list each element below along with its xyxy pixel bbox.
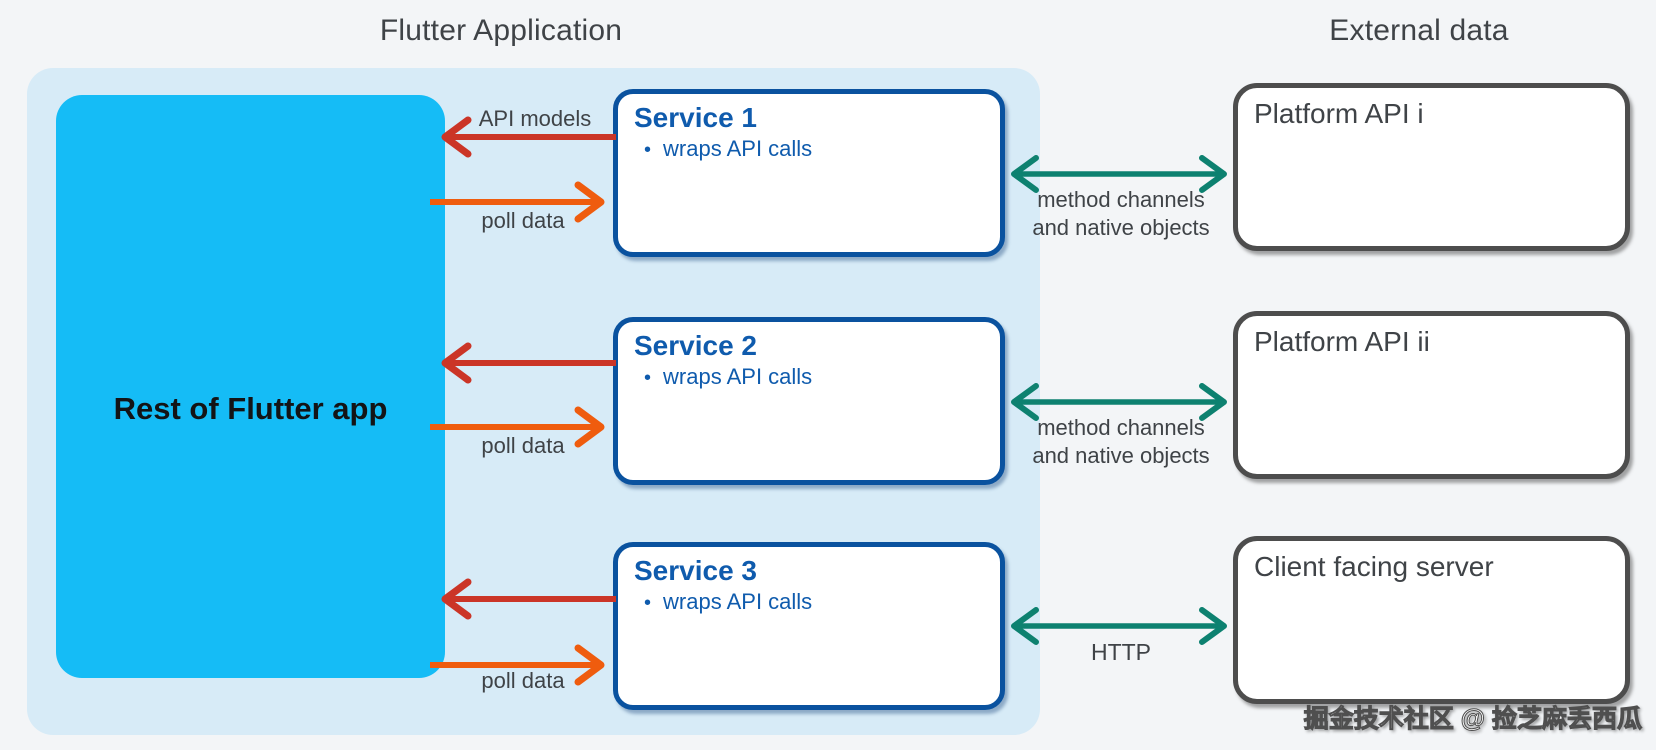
watermark-text: 掘金技术社区 @ 捡芝麻丢西瓜 — [1303, 705, 1642, 734]
service-to-app-arrow-row2 — [441, 342, 616, 384]
http-arrow-row3 — [1011, 607, 1227, 645]
method-channels-label-row2: method channels and native objects — [1005, 414, 1237, 470]
service-3-bullet: • wraps API calls — [644, 589, 1000, 615]
method-channels-line2: and native objects — [1032, 443, 1210, 468]
poll-data-label-row1: poll data — [481, 208, 565, 233]
method-channel-arrow-row1 — [1011, 155, 1227, 193]
platform-api-ii-title: Platform API ii — [1254, 326, 1430, 357]
service-1-title: Service 1 — [634, 102, 757, 133]
method-channels-label-row1: method channels and native objects — [1005, 186, 1237, 242]
service-2-bullet-text: wraps API calls — [663, 364, 813, 389]
service-to-app-arrow-row3 — [441, 578, 616, 620]
poll-data-label-row2: poll data — [481, 433, 565, 458]
client-facing-server-title: Client facing server — [1254, 551, 1494, 582]
poll-data-arrow-row1 — [430, 181, 605, 223]
service-2-title: Service 2 — [634, 330, 757, 361]
service-2-bullet: • wraps API calls — [644, 364, 1000, 390]
client-facing-server-box: Client facing server — [1233, 536, 1630, 704]
api-models-label: API models — [478, 106, 592, 131]
platform-api-ii-box: Platform API ii — [1233, 311, 1630, 479]
service-1-box: Service 1 • wraps API calls — [613, 89, 1005, 257]
method-channels-line1: method channels — [1037, 415, 1205, 440]
service-1-bullet: • wraps API calls — [644, 136, 1000, 162]
rest-of-flutter-app-box — [56, 95, 445, 678]
external-data-title: External data — [1329, 14, 1509, 47]
poll-data-arrow-row3 — [430, 644, 605, 686]
service-1-bullet-text: wraps API calls — [663, 136, 813, 161]
poll-data-label-row3: poll data — [481, 668, 565, 693]
http-label: HTTP — [1090, 639, 1152, 665]
method-channel-arrow-row2 — [1011, 383, 1227, 421]
service-3-box: Service 3 • wraps API calls — [613, 542, 1005, 710]
method-channels-line1: method channels — [1037, 187, 1205, 212]
bullet-dot: • — [644, 139, 652, 161]
poll-data-arrow-row2 — [430, 406, 605, 448]
bullet-dot: • — [644, 367, 652, 389]
api-models-arrow-row1 — [441, 116, 616, 158]
platform-api-i-title: Platform API i — [1254, 98, 1424, 129]
platform-api-i-box: Platform API i — [1233, 83, 1630, 251]
service-3-title: Service 3 — [634, 555, 757, 586]
service-3-bullet-text: wraps API calls — [663, 589, 813, 614]
service-2-box: Service 2 • wraps API calls — [613, 317, 1005, 485]
method-channels-line2: and native objects — [1032, 215, 1210, 240]
flutter-application-title: Flutter Application — [379, 14, 623, 47]
rest-of-flutter-app-label: Rest of Flutter app — [113, 391, 388, 426]
bullet-dot: • — [644, 592, 652, 614]
